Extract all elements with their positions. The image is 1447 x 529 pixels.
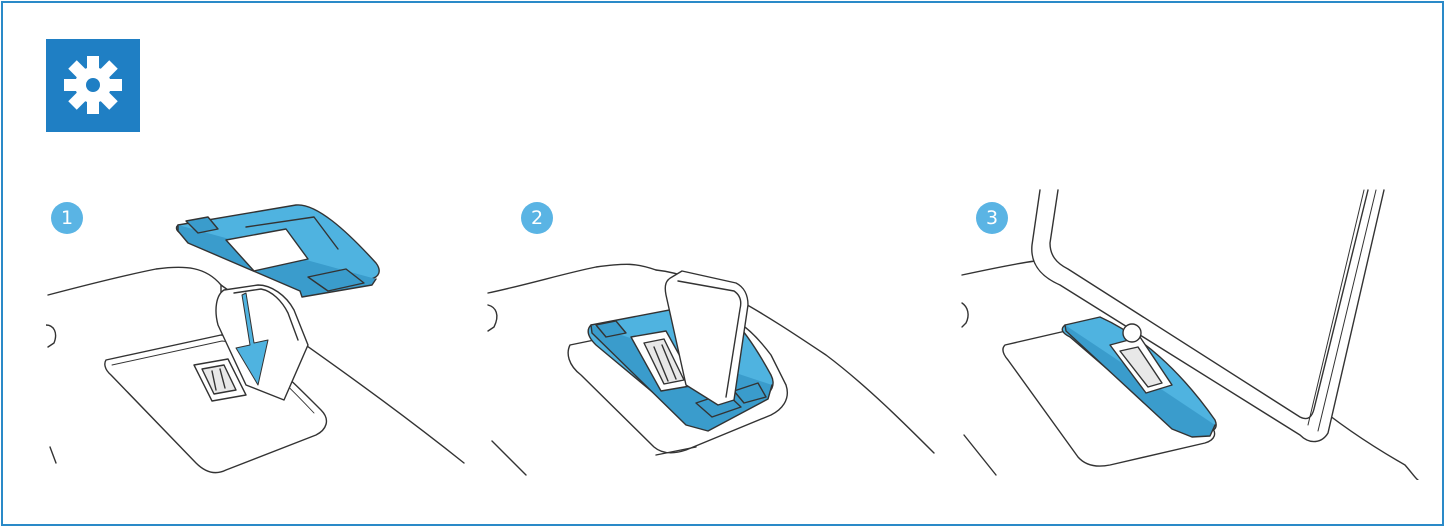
home-button [1123,324,1141,342]
speaker-body-edge [48,267,221,305]
step-3-illustration [960,185,1420,480]
speaker-body-edge [962,261,1035,275]
settings-badge [46,39,140,132]
step-1-illustration [46,185,466,480]
step-2-illustration [486,185,936,480]
speaker-body-edge [488,264,656,293]
gear-icon [46,39,140,132]
